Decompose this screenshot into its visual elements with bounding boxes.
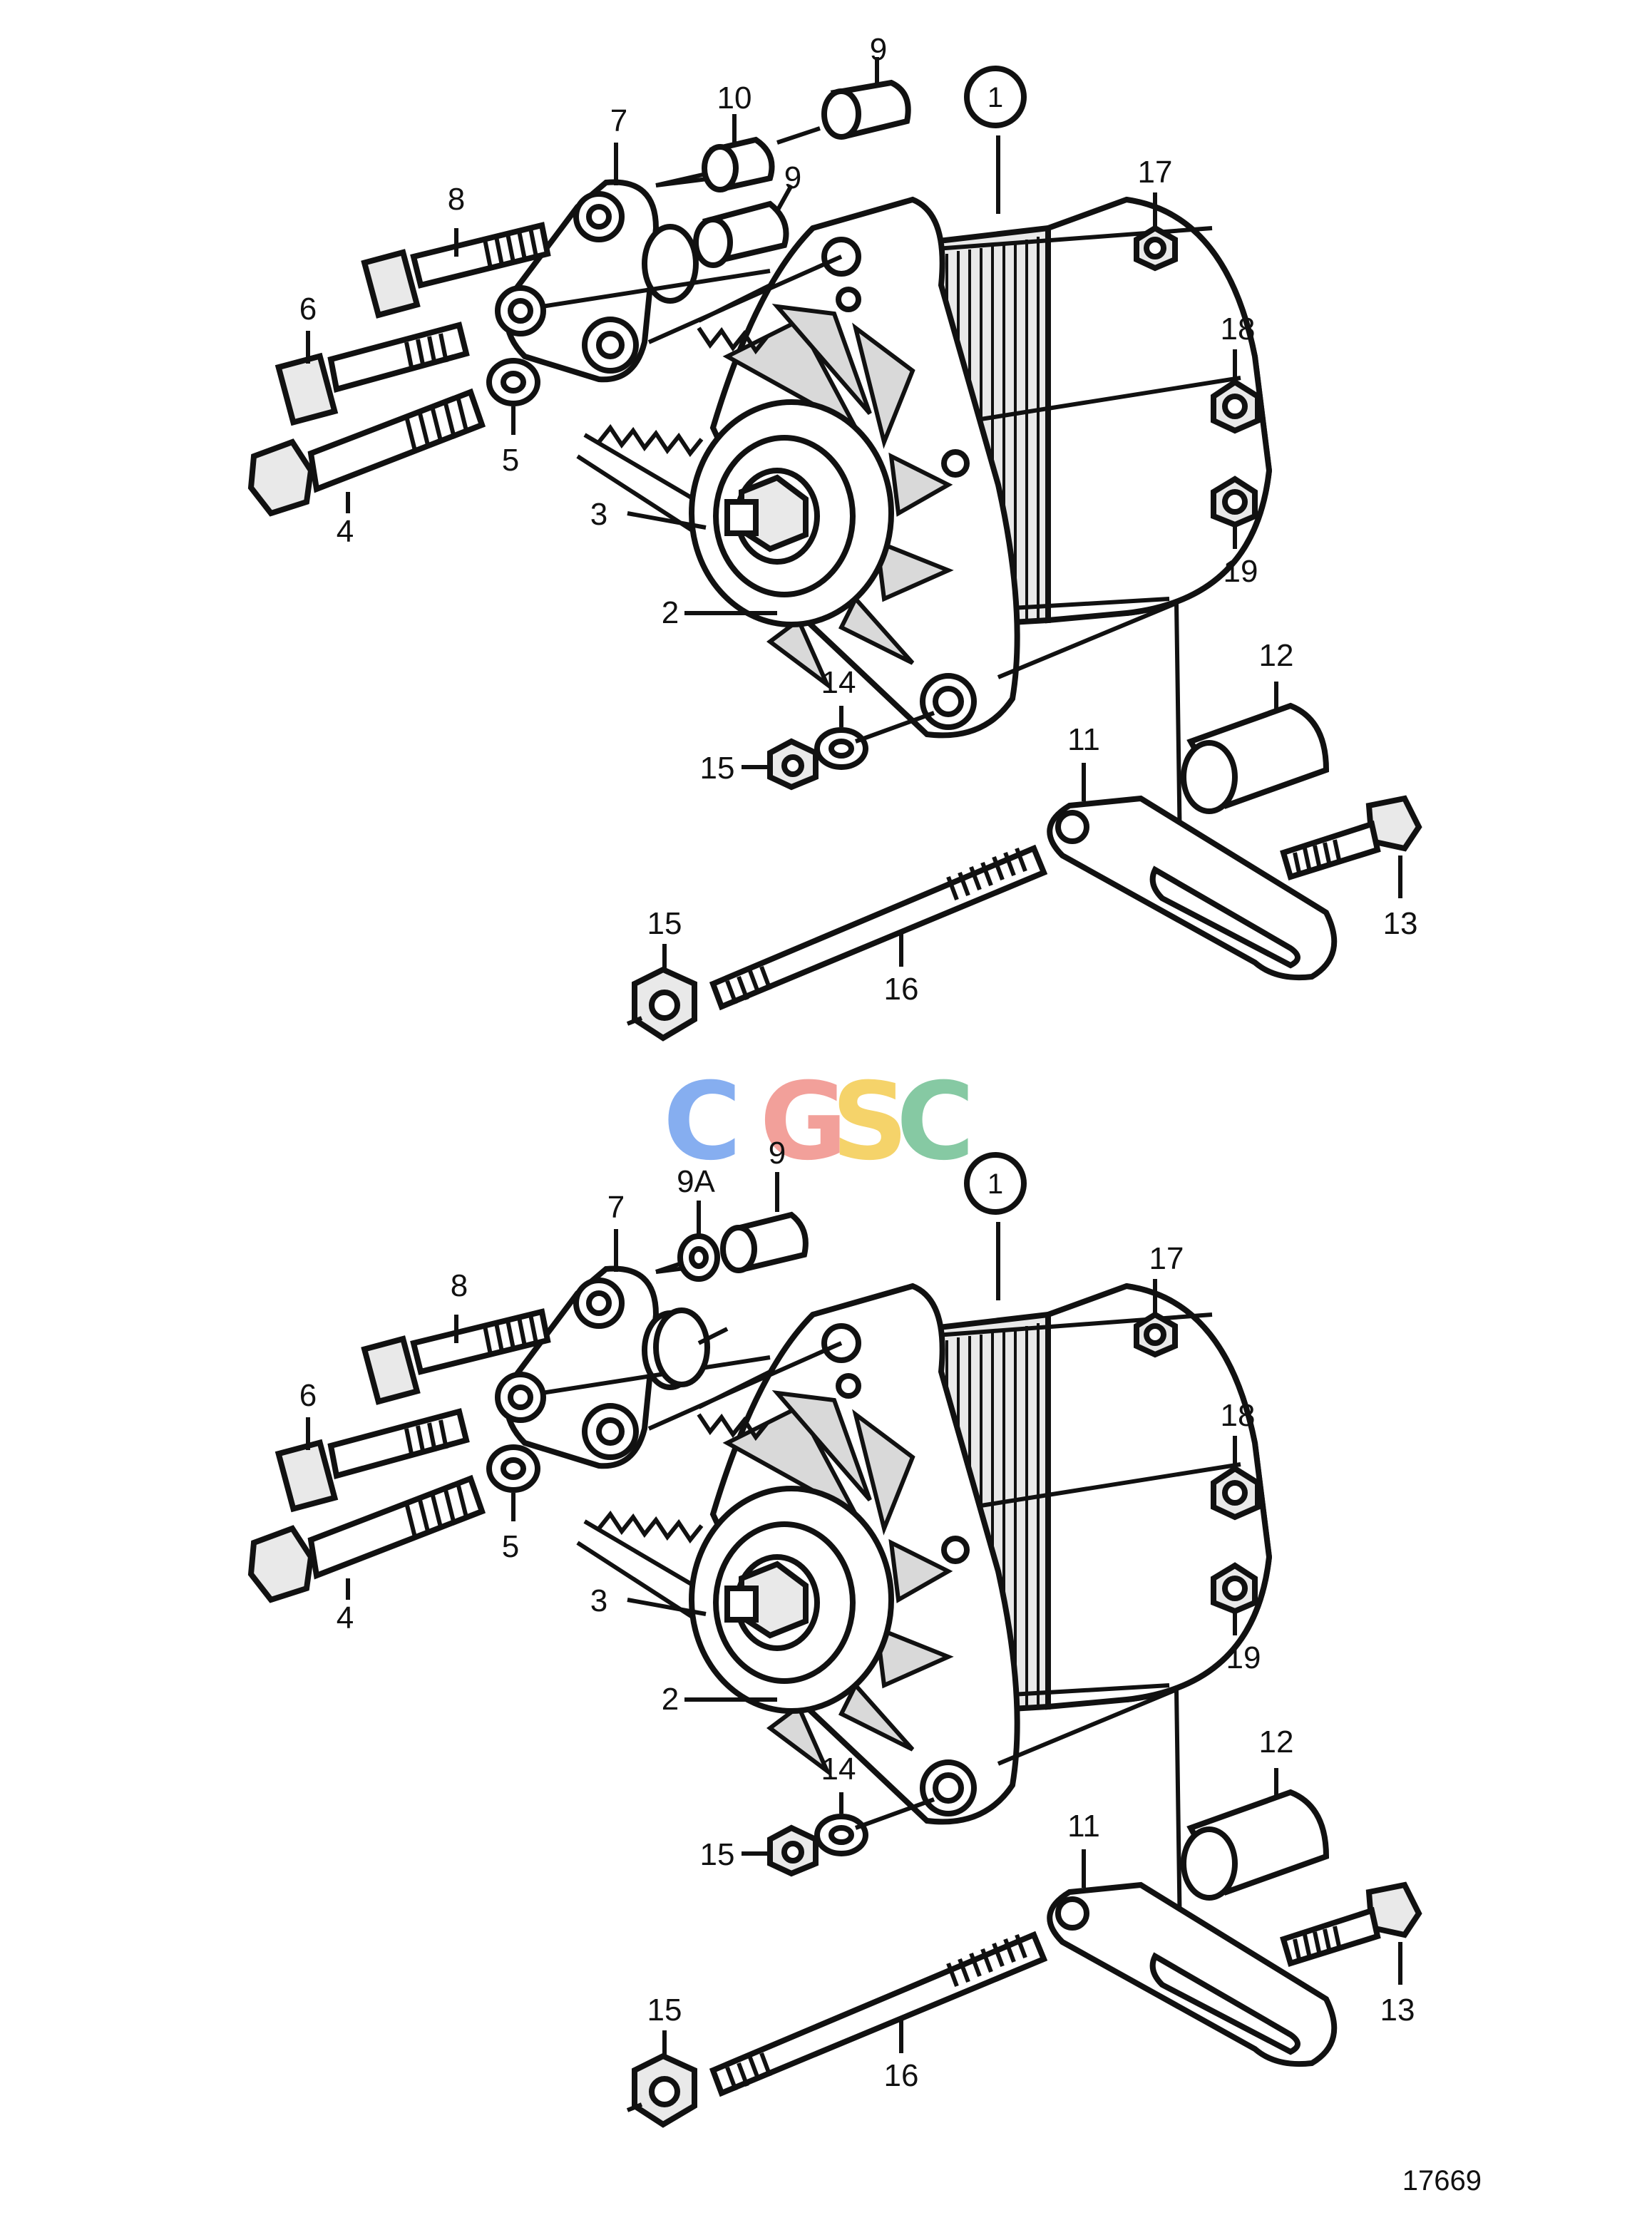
callout-9-lower: 9 — [784, 160, 801, 195]
callout-7: 7 — [610, 103, 627, 138]
callout-6: 6 — [299, 292, 317, 327]
callout-8: 8 — [448, 182, 465, 217]
alternator-diagram-bottom: 1 2 3 4 5 6 7 8 9 9A 11 12 13 14 15 15 1… — [251, 1136, 1419, 2124]
callout-8: 8 — [451, 1268, 468, 1303]
callout-12: 12 — [1259, 638, 1294, 673]
callout-9: 9 — [769, 1136, 786, 1171]
callout-11: 11 — [1067, 722, 1100, 757]
callout-5: 5 — [502, 443, 519, 478]
callout-15-lower: 15 — [647, 906, 682, 941]
callout-5: 5 — [502, 1529, 519, 1564]
callout-15-upper: 15 — [700, 1837, 735, 1872]
callout-16: 16 — [884, 2058, 919, 2093]
callout-17: 17 — [1138, 155, 1173, 190]
callout-19: 19 — [1223, 554, 1258, 589]
logo-letter-g: G — [759, 1060, 847, 1184]
callout-15-lower: 15 — [647, 1993, 682, 2028]
callout-19: 19 — [1226, 1640, 1261, 1675]
callout-10: 10 — [717, 81, 752, 115]
callout-9-upper: 9 — [870, 32, 887, 67]
callout-13: 13 — [1383, 906, 1418, 941]
logo-letter-c2: C — [896, 1060, 975, 1184]
callout-6: 6 — [299, 1378, 317, 1413]
logo-letter-s: S — [831, 1060, 908, 1184]
figure-number: 17669 — [1402, 2165, 1482, 2196]
callout-4: 4 — [337, 514, 354, 549]
callout-11: 11 — [1067, 1809, 1100, 1844]
callout-4: 4 — [337, 1600, 354, 1635]
callout-1: 1 — [987, 82, 1003, 113]
callout-18: 18 — [1221, 312, 1256, 346]
callout-2: 2 — [662, 1682, 679, 1717]
callout-7: 7 — [607, 1190, 625, 1225]
callout-16: 16 — [884, 972, 919, 1007]
logo-letter-c1: C — [663, 1060, 742, 1184]
callout-3: 3 — [590, 497, 607, 532]
callout-3: 3 — [590, 1583, 607, 1618]
callout-14: 14 — [821, 665, 856, 700]
callout-1: 1 — [987, 1168, 1003, 1200]
callout-2: 2 — [662, 595, 679, 630]
callout-9A: 9A — [677, 1164, 715, 1199]
callout-17: 17 — [1149, 1241, 1184, 1276]
callout-15-upper: 15 — [700, 751, 735, 786]
callout-13: 13 — [1380, 1993, 1415, 2028]
cgsc-logo: C G S C — [663, 1060, 975, 1184]
alternator-diagram-top: 1 2 3 4 5 6 7 8 9 9 10 11 12 13 14 15 15… — [251, 32, 1419, 1038]
callout-14: 14 — [821, 1752, 856, 1787]
callout-12: 12 — [1259, 1725, 1294, 1759]
callout-18: 18 — [1221, 1398, 1256, 1433]
